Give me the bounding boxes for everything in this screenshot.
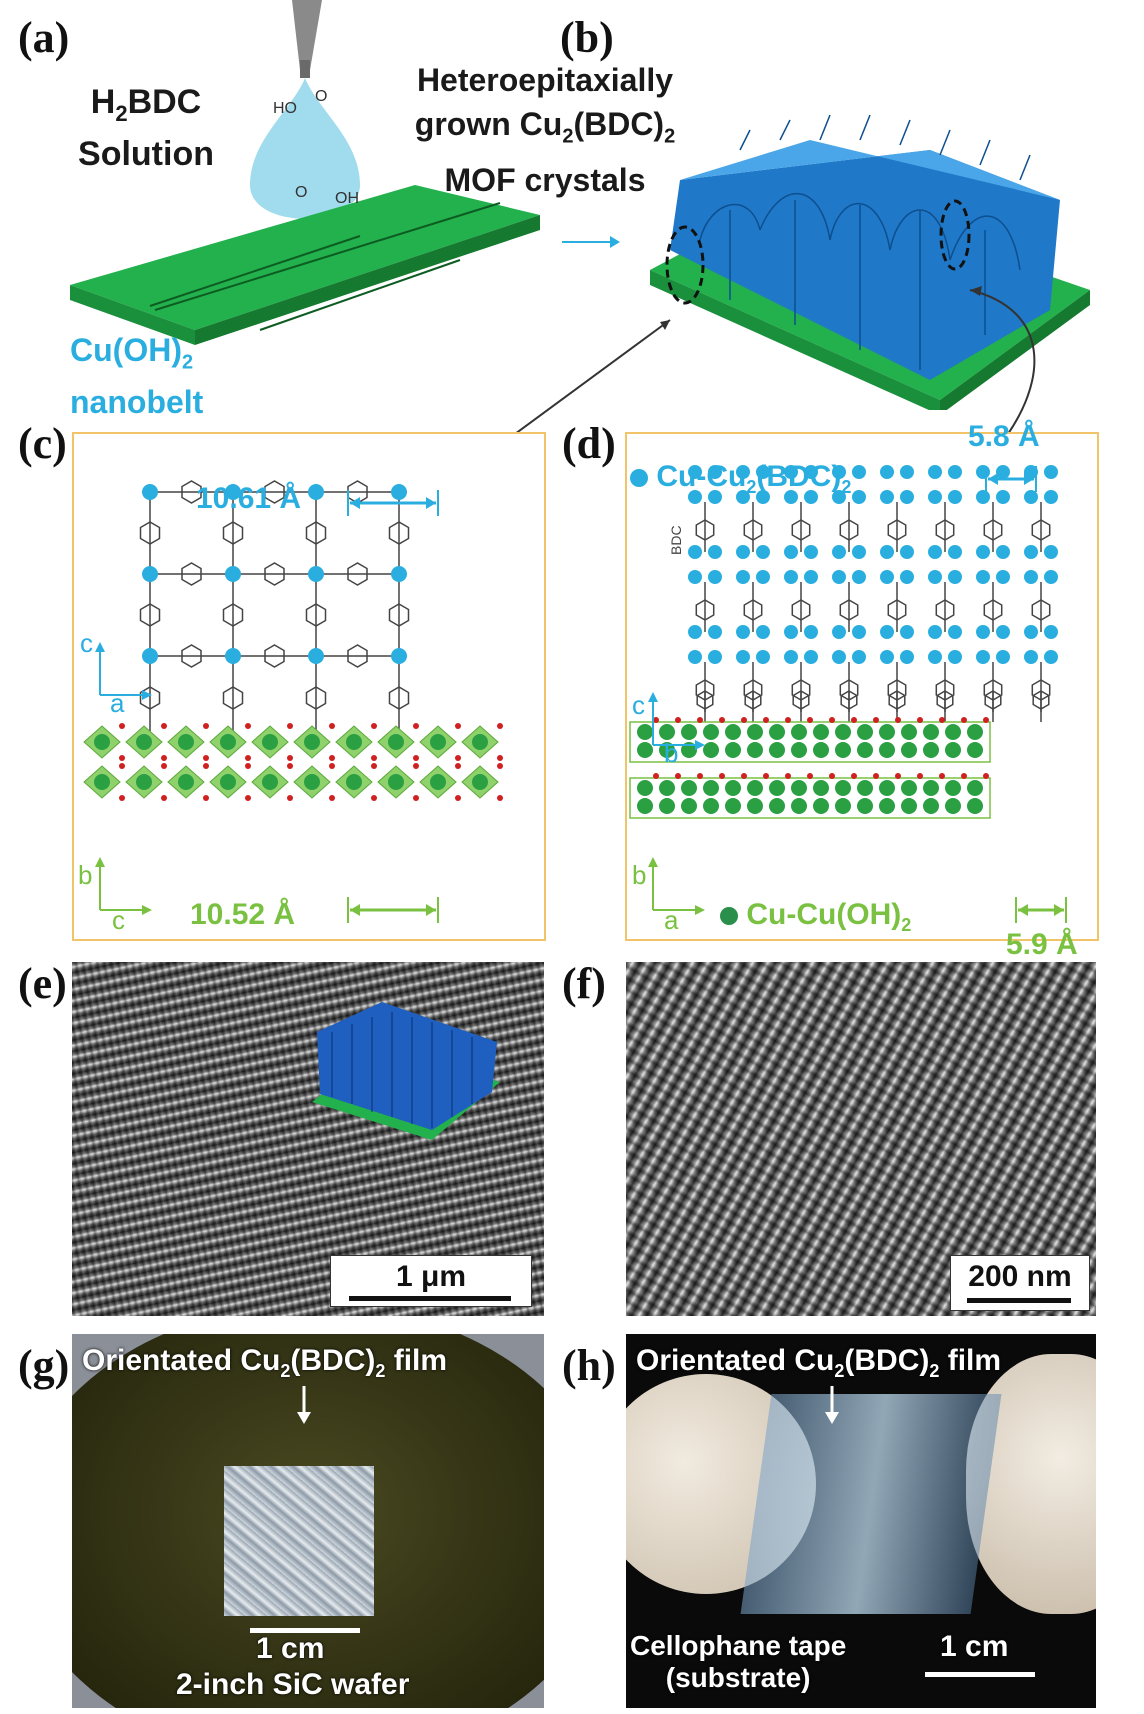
mof-inset-icon [312, 1002, 500, 1140]
c-axis-top-v: c [80, 628, 93, 658]
ho-label: HO [273, 100, 297, 117]
panel-f-label: (f) [562, 959, 606, 1008]
highlight-circle-left [665, 225, 705, 305]
panel-g-label: (g) [18, 1341, 70, 1390]
arrow-a-to-b-icon [562, 236, 620, 248]
mof-crystal-block [670, 150, 1060, 380]
d-bottom-spacing-arrow [1015, 897, 1067, 923]
scale-bar-f: 200 nm [950, 1255, 1090, 1311]
tape-label-h: Cellophane tape(substrate) [630, 1630, 847, 1693]
panel-d-label: (d) [562, 419, 616, 468]
mof-crystals-title: Heteroepitaxially grown Cu2(BDC)2 MOF cr… [414, 62, 676, 199]
photo-h [626, 1334, 1096, 1708]
c-bottom-spacing: 10.52 Å [190, 898, 296, 931]
d-axis-bot-v: b [632, 860, 647, 890]
panel-d-box [625, 432, 1099, 941]
o-bottom-label: O [295, 184, 308, 201]
d-top-spacing-arrow [985, 466, 1037, 492]
panel-a-illustration [70, 0, 540, 345]
cellophane-tape [740, 1394, 1002, 1614]
d-bottom-spacing: 5.9 Å [1006, 928, 1078, 961]
d-axis-top-h: b [664, 738, 679, 768]
wafer-label-g: 2-inch SiC wafer [176, 1668, 410, 1701]
scale-label-f: 200 nm [968, 1260, 1072, 1293]
bdc-label: BDC [668, 525, 684, 555]
pipette-icon [292, 0, 322, 78]
droplet-icon [250, 78, 360, 219]
c-axis-bot-h: c [112, 905, 125, 935]
panel-b-illustration [650, 114, 1090, 410]
panel-e-label: (e) [18, 959, 67, 1008]
panel-c-label: (c) [18, 419, 67, 468]
oh-label: OH [335, 190, 359, 207]
panel-c-structure [83, 480, 503, 801]
cu-cuoh2-dot-icon [720, 907, 738, 926]
scalebar-line-g [250, 1628, 360, 1633]
h2bdc-solution-label: H2BDC Solution [78, 83, 214, 173]
scalebar-line-h [925, 1672, 1035, 1677]
connector-arrows [499, 286, 1036, 446]
film-label-h: Orientated Cu2(BDC)2 film [636, 1344, 1002, 1381]
cu-mof-dot-icon [630, 469, 648, 488]
photo-g [72, 1334, 544, 1708]
panel-a-label: (a) [18, 13, 70, 62]
d-axis-bot-h: a [664, 905, 679, 935]
d-axis-top-v: c [632, 690, 645, 720]
c-top-axes [95, 642, 152, 700]
c-axis-top-h: a [110, 688, 125, 718]
panel-d-structure [629, 465, 1058, 819]
d-bottom-axes [648, 857, 705, 915]
c-axis-bot-v: b [78, 860, 93, 890]
c-top-spacing: 10.61 Å [196, 482, 302, 515]
c-top-spacing-arrow [347, 490, 439, 516]
down-arrow-g-icon [297, 1386, 311, 1424]
o-top-label: O [315, 88, 328, 105]
scale-label-g: 1 cm [256, 1632, 325, 1665]
c-bottom-axes [95, 857, 152, 915]
panel-b-label: (b) [560, 13, 614, 62]
d-legend-bottom: Cu-Cu(OH)2 [720, 898, 911, 936]
scale-bar-e: 1 μm [330, 1255, 532, 1307]
film-label-g: Orientated Cu2(BDC)2 film [82, 1344, 448, 1381]
sic-film-square [224, 1466, 374, 1616]
d-top-axes [648, 692, 705, 750]
panel-h-label: (h) [562, 1341, 616, 1390]
scale-label-e: 1 μm [395, 1260, 467, 1293]
down-arrow-h-icon [825, 1386, 839, 1424]
d-top-spacing: 5.8 Å [968, 420, 1040, 453]
cuoh2-nanobelt-label: Cu(OH)2 nanobelt [70, 332, 204, 421]
d-legend-top: Cu-Cu2(BDC)2 [630, 460, 851, 498]
panel-c-box [72, 432, 546, 941]
highlight-circle-right [939, 199, 971, 271]
c-bottom-spacing-arrow [347, 897, 439, 923]
scale-label-h: 1 cm [940, 1630, 1009, 1663]
